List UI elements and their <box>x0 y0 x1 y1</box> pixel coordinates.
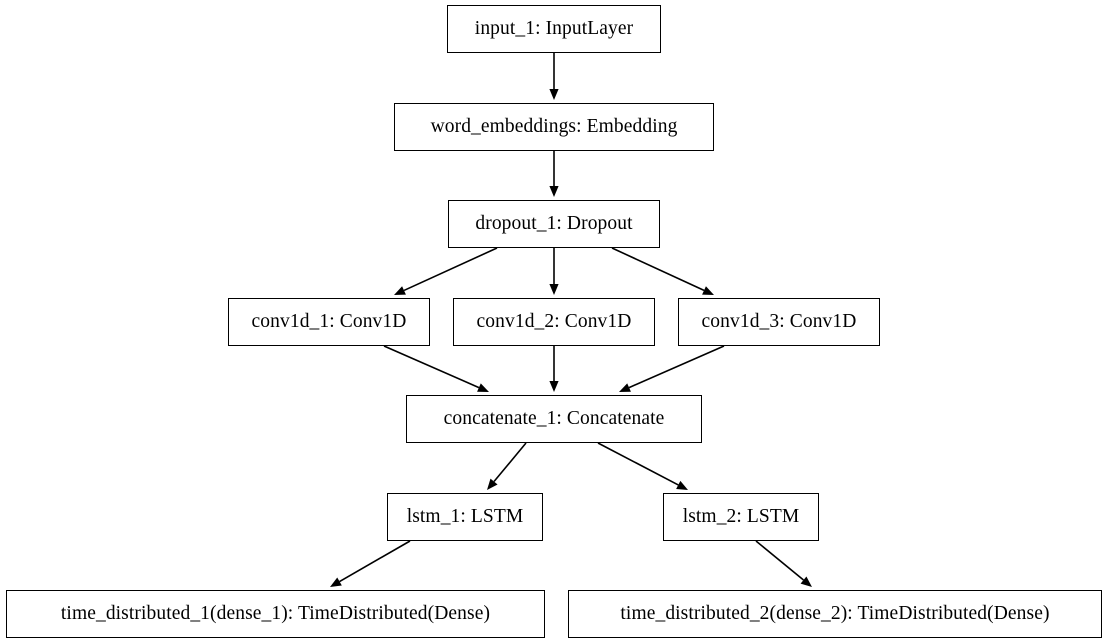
graph-node-conv1d_3: conv1d_3: Conv1D <box>678 298 880 346</box>
graph-node-word_embeddings: word_embeddings: Embedding <box>394 103 714 151</box>
graph-node-conv1d_1: conv1d_1: Conv1D <box>228 298 430 346</box>
graph-arrowhead-concatenate_1-to-lstm_2 <box>676 480 688 490</box>
graph-arrowhead-dropout_1-to-conv1d_3 <box>702 286 714 295</box>
graph-edge-lstm_2-to-time_distributed_2 <box>755 540 805 581</box>
graph-node-time_distributed_2: time_distributed_2(dense_2): TimeDistrib… <box>568 590 1102 638</box>
graph-arrowhead-conv1d_3-to-concatenate_1 <box>619 383 631 392</box>
graph-node-dropout_1: dropout_1: Dropout <box>448 200 660 248</box>
graph-edge-concatenate_1-to-lstm_1 <box>493 442 527 483</box>
graph-edge-concatenate_1-to-lstm_2 <box>597 442 679 486</box>
graph-node-label: conv1d_2: Conv1D <box>476 311 632 333</box>
graph-node-label: lstm_2: LSTM <box>682 506 800 528</box>
graph-arrowhead-lstm_1-to-time_distributed_1 <box>330 577 342 587</box>
graph-node-label: concatenate_1: Concatenate <box>443 408 665 430</box>
graph-arrowhead-word_embeddings-to-dropout_1 <box>549 186 559 197</box>
graph-node-label: time_distributed_2(dense_2): TimeDistrib… <box>620 603 1050 625</box>
graph-arrowhead-lstm_2-to-time_distributed_2 <box>800 576 812 587</box>
graph-edge-lstm_1-to-time_distributed_1 <box>339 540 411 583</box>
graph-node-lstm_2: lstm_2: LSTM <box>663 493 819 541</box>
graph-edge-conv1d_1-to-concatenate_1 <box>383 345 480 389</box>
graph-node-time_distributed_1: time_distributed_1(dense_1): TimeDistrib… <box>6 590 545 638</box>
graph-node-label: word_embeddings: Embedding <box>430 116 678 138</box>
graph-node-concatenate_1: concatenate_1: Concatenate <box>406 395 702 443</box>
graph-arrowhead-conv1d_1-to-concatenate_1 <box>477 383 489 392</box>
graph-node-label: input_1: InputLayer <box>474 18 634 40</box>
graph-edge-dropout_1-to-conv1d_3 <box>611 247 705 292</box>
graph-node-label: time_distributed_1(dense_1): TimeDistrib… <box>60 603 491 625</box>
graph-arrowhead-dropout_1-to-conv1d_2 <box>549 284 559 295</box>
graph-node-conv1d_2: conv1d_2: Conv1D <box>453 298 655 346</box>
graph-node-label: conv1d_3: Conv1D <box>701 311 857 333</box>
graph-arrowhead-concatenate_1-to-lstm_1 <box>487 478 498 490</box>
graph-arrowhead-conv1d_2-to-concatenate_1 <box>549 381 559 392</box>
graph-node-lstm_1: lstm_1: LSTM <box>387 493 543 541</box>
graph-arrowhead-dropout_1-to-conv1d_1 <box>394 286 406 295</box>
graph-arrowhead-input_1-to-word_embeddings <box>549 89 559 100</box>
graph-edge-conv1d_3-to-concatenate_1 <box>628 345 725 389</box>
graph-node-input_1: input_1: InputLayer <box>447 5 661 53</box>
graph-edge-dropout_1-to-conv1d_1 <box>403 247 498 292</box>
graph-node-label: dropout_1: Dropout <box>475 213 633 235</box>
graph-node-label: lstm_1: LSTM <box>406 506 524 528</box>
graph-node-label: conv1d_1: Conv1D <box>251 311 407 333</box>
